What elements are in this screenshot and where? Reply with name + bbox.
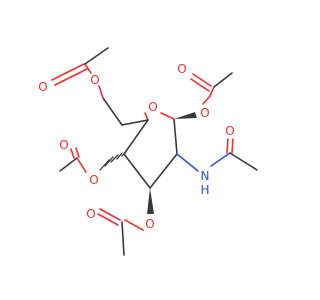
c1-ester-oxygen-label: O xyxy=(200,106,209,120)
molecule-structure: O O O O O O N H O O O O xyxy=(38,47,258,256)
bond-amide-carbonyl-double-b xyxy=(231,138,234,154)
bond-c1-ring-o xyxy=(160,112,175,120)
bond-c2-c1 xyxy=(173,118,178,155)
bond-c1-ester-o-carbonyl xyxy=(209,86,215,97)
c1-acetate-group xyxy=(174,72,233,119)
bond-c6-o xyxy=(102,97,123,126)
c3-carbonyl-oxygen-label: O xyxy=(86,207,95,221)
bond-c4-acetyl-c-methyl xyxy=(59,157,78,172)
bond-c6-carbonyl-double-b xyxy=(54,68,88,86)
atom-labels: O O O O O O N H O O O O xyxy=(38,62,234,231)
c3-acetate-group xyxy=(97,188,154,256)
bond-c6-carbonyl-double-a xyxy=(51,63,85,81)
bond-c1-carbonyl-double-b xyxy=(190,78,210,92)
bond-c3-o-to-acetyl xyxy=(124,219,144,231)
amide-carbonyl-oxygen-label: O xyxy=(225,124,234,138)
bond-ring-o-c5 xyxy=(144,112,149,121)
c1-carbonyl-oxygen-label: O xyxy=(177,62,186,76)
bond-c3-carbonyl-double-a xyxy=(99,208,121,221)
c1-stereo-wedge xyxy=(174,112,197,119)
bond-c3-acetyl-c-methyl xyxy=(121,221,125,256)
c4-acetate-group xyxy=(59,147,127,173)
bond-c5-c4 xyxy=(123,119,149,155)
bond-c2-n xyxy=(176,153,199,172)
bond-c4-carbonyl-double-a xyxy=(70,148,75,159)
bond-c1-carbonyl-double-a xyxy=(192,73,212,87)
bond-c3-c2 xyxy=(149,153,178,189)
bond-c1-o-to-acetyl xyxy=(202,95,211,105)
c3-ester-oxygen-label: O xyxy=(145,217,154,231)
bond-c4-o-to-acetyl xyxy=(76,157,87,173)
bond-c3-carbonyl-double-b xyxy=(97,213,119,226)
c4-stereo-hash xyxy=(99,151,127,171)
bond-amide-carbonyl-double-a xyxy=(226,138,229,154)
c6-acetoxymethyl-group xyxy=(51,47,149,126)
amide-nitrogen-label: N xyxy=(201,169,210,183)
c3-stereo-wedge xyxy=(147,188,154,214)
bond-c6-acetyl-methyl xyxy=(84,47,109,65)
bond-c1-acetyl-c-methyl xyxy=(213,72,233,88)
bond-amide-c-methyl xyxy=(229,152,258,171)
ring-oxygen-label: O xyxy=(148,100,157,114)
c4-ester-oxygen-label: O xyxy=(89,173,98,187)
amide-hydrogen-label: H xyxy=(200,183,209,197)
c6-carbonyl-oxygen-label: O xyxy=(38,80,47,94)
bond-c4-c3 xyxy=(123,153,151,189)
bond-c5-c6 xyxy=(121,119,149,126)
bond-n-amide-c xyxy=(210,152,231,167)
bond-c4-carbonyl-double-b xyxy=(75,147,80,158)
bond-ester-o-carbonyl-c xyxy=(84,63,92,74)
c6-ester-oxygen-label: O xyxy=(90,73,99,87)
bond-o-c6-ester xyxy=(98,85,104,99)
c4-carbonyl-oxygen-label: O xyxy=(59,138,68,152)
c2-acetamido-group xyxy=(176,138,258,172)
pyranose-ring xyxy=(123,112,178,189)
